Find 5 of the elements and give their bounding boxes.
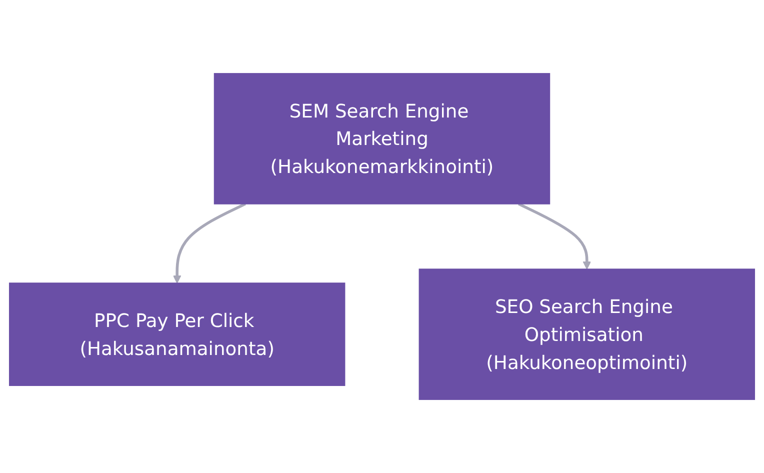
node-box: PPC Pay Per Click (Hakusanamainonta) (8, 282, 346, 386)
node-box: SEO Search Engine Optimisation (Hakukoneoptimointi) (418, 268, 756, 400)
node-box: SEM Search Engine Marketing (Hakukonemarkkinointi) (214, 73, 550, 204)
arrow (173, 202, 246, 284)
arrow (518, 202, 591, 270)
